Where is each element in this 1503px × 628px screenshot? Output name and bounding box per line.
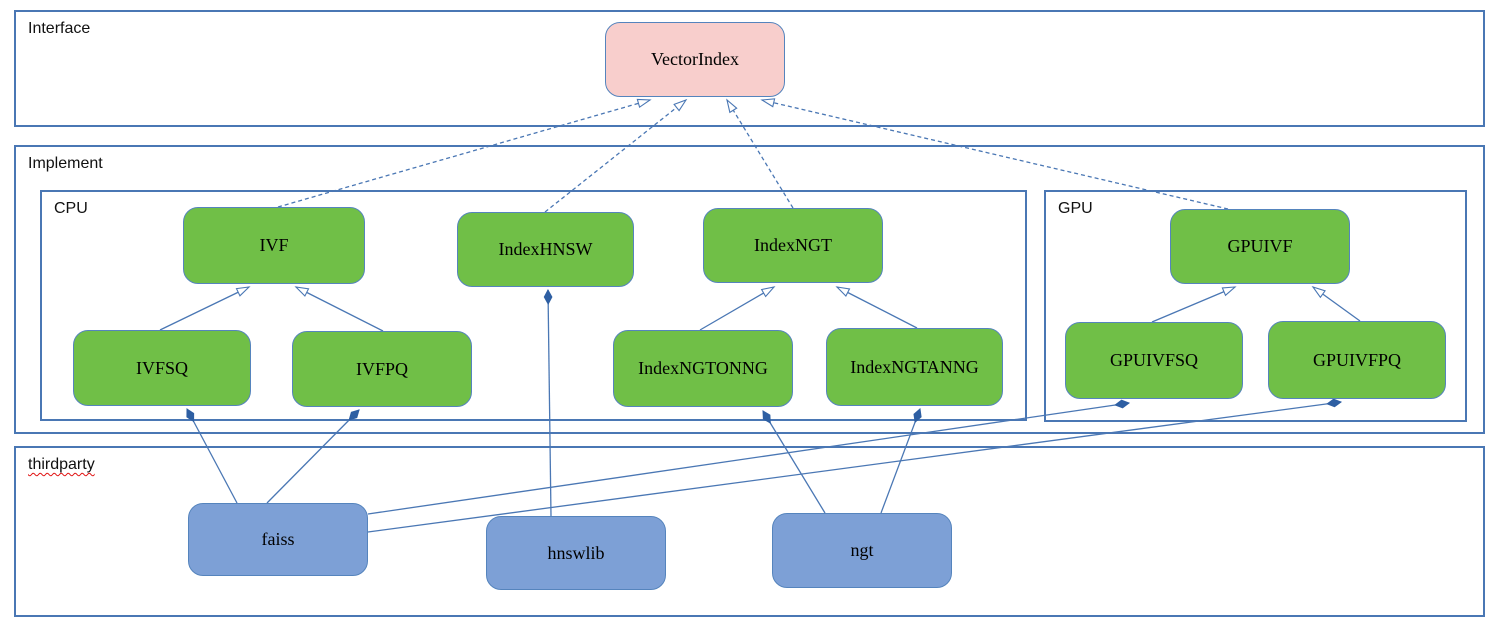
group-interface-label: Interface bbox=[28, 20, 91, 37]
node-gpuivf-label: GPUIVF bbox=[1227, 236, 1293, 256]
node-ivfsq-label: IVFSQ bbox=[135, 357, 188, 378]
group-thirdparty-label: thirdparty bbox=[28, 456, 95, 473]
node-indexhnsw: IndexHNSW bbox=[457, 212, 634, 287]
node-indexngt-label: IndexNGT bbox=[754, 235, 832, 255]
node-indexngtonng: IndexNGTONNG bbox=[613, 330, 793, 407]
node-ivfpq-label: IVFPQ bbox=[355, 358, 408, 379]
node-hnswlib-label: hnswlib bbox=[547, 542, 605, 563]
node-indexhnsw-label: IndexHNSW bbox=[498, 239, 593, 259]
node-gpuivf: GPUIVF bbox=[1170, 209, 1350, 284]
node-ngt: ngt bbox=[772, 513, 952, 588]
node-indexngt: IndexNGT bbox=[703, 208, 883, 283]
node-ivfpq: IVFPQ bbox=[292, 331, 472, 407]
node-gpuivfpq-label: GPUIVFPQ bbox=[1312, 349, 1402, 370]
group-cpu-label: CPU bbox=[54, 200, 88, 217]
node-faiss-label: faiss bbox=[261, 529, 295, 549]
node-faiss: faiss bbox=[188, 503, 368, 576]
node-hnswlib: hnswlib bbox=[486, 516, 666, 590]
group-implement-label: Implement bbox=[28, 155, 103, 172]
node-indexngtanng-label: IndexNGTANNG bbox=[850, 356, 979, 377]
node-vectorindex-label: VectorIndex bbox=[651, 49, 739, 69]
node-ivf-label: IVF bbox=[259, 235, 289, 255]
node-gpuivfsq: GPUIVFSQ bbox=[1065, 322, 1243, 399]
node-vectorindex: VectorIndex bbox=[605, 22, 785, 97]
node-gpuivfpq: GPUIVFPQ bbox=[1268, 321, 1446, 399]
group-gpu-label: GPU bbox=[1058, 200, 1093, 217]
node-gpuivfsq-label: GPUIVFSQ bbox=[1109, 350, 1199, 370]
node-indexngtonng-label: IndexNGTONNG bbox=[638, 358, 768, 378]
node-ivfsq: IVFSQ bbox=[73, 330, 251, 406]
node-indexngtanng: IndexNGTANNG bbox=[826, 328, 1003, 406]
node-ivf: IVF bbox=[183, 207, 365, 284]
node-ngt-label: ngt bbox=[850, 540, 874, 560]
